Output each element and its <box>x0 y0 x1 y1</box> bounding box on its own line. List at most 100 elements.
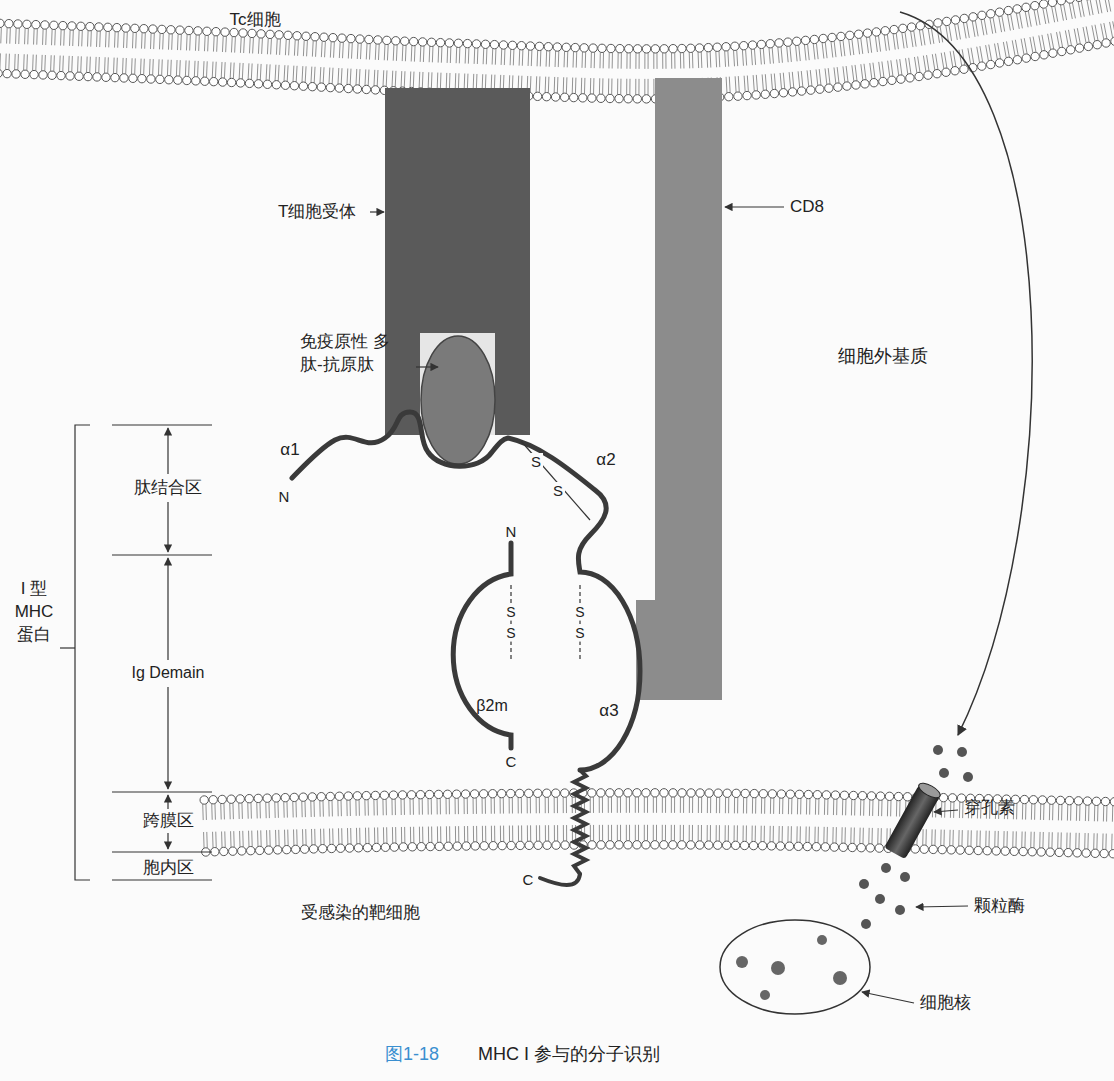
lipid-tail <box>386 799 387 815</box>
lipid-tail <box>743 797 744 813</box>
lipid-head <box>1111 37 1114 45</box>
lipid-head <box>1040 51 1048 59</box>
lipid-tail <box>1021 39 1024 55</box>
lipid-tail <box>639 53 640 69</box>
lipid-head <box>0 69 2 77</box>
lipid-tail <box>302 66 304 82</box>
lipid-tail <box>599 825 600 841</box>
lipid-head <box>111 73 119 81</box>
lipid-head <box>506 789 514 797</box>
lipid-tail <box>728 825 729 841</box>
lipid-tail <box>365 828 366 844</box>
lipid-head <box>77 22 85 30</box>
lipid-head <box>625 45 633 53</box>
lipid-tail <box>864 64 866 80</box>
lipid-tail <box>1068 30 1071 46</box>
lipid-head <box>759 790 767 798</box>
lipid-tail <box>1042 832 1043 848</box>
lipid-tail <box>320 829 321 845</box>
lipid-tail <box>923 56 925 72</box>
lipid-head <box>508 41 516 49</box>
antigen-peptide <box>421 336 495 464</box>
lipid-tail <box>134 58 136 74</box>
lipid-head <box>236 795 244 803</box>
lipid-head <box>383 36 391 44</box>
lipid-head <box>1100 849 1108 857</box>
lipid-head <box>407 791 415 799</box>
lipid-head <box>642 841 650 849</box>
lipid-tail <box>756 75 757 91</box>
lipid-head <box>951 67 959 75</box>
lipid-head <box>138 74 146 82</box>
lipid-tail <box>266 830 267 846</box>
lipid-head <box>1082 849 1090 857</box>
lipid-tail <box>284 830 285 846</box>
lipid-head <box>461 790 469 798</box>
lipid-tail <box>377 827 378 843</box>
lipid-tail <box>1095 25 1098 41</box>
lipid-tail <box>1006 831 1007 847</box>
lipid-tail <box>792 72 793 88</box>
lipid-tail <box>485 826 486 842</box>
lipid-tail <box>788 798 789 814</box>
lipid-tail <box>510 49 512 65</box>
lipid-tail <box>350 800 351 816</box>
lipid-tail <box>836 799 837 815</box>
lipid-head <box>580 44 588 52</box>
lipid-tail <box>14 54 16 70</box>
lipid-tail <box>789 72 790 88</box>
lipid-tail <box>536 825 537 841</box>
lipid-head <box>633 95 641 103</box>
lipid-head <box>713 841 721 849</box>
lipid-tail <box>373 799 374 815</box>
lipid-tail <box>621 53 622 69</box>
lipid-head <box>86 22 94 30</box>
lipid-tail <box>716 797 717 813</box>
lipid-tail <box>305 66 307 82</box>
lipid-tail <box>63 30 65 46</box>
lipid-tail <box>375 44 377 60</box>
lipid-tail <box>341 828 342 844</box>
lipid-head <box>320 33 328 41</box>
lipid-tail <box>248 63 250 79</box>
lipid-tail <box>752 798 753 814</box>
lipid-tail <box>422 72 424 88</box>
lipid-head <box>102 73 110 81</box>
lipid-tail <box>647 825 648 841</box>
lipid-tail <box>1049 804 1050 820</box>
lipid-tail <box>45 29 47 45</box>
lipid-tail <box>582 52 583 68</box>
lipid-tail <box>549 51 551 67</box>
lipid-tail <box>834 41 836 57</box>
lipid-tail <box>855 65 857 81</box>
lipid-tail <box>959 50 962 66</box>
lipid-tail <box>1064 4 1067 20</box>
lipid-head <box>786 790 794 798</box>
lipid-head <box>1013 56 1021 64</box>
lipid-tail <box>986 45 989 61</box>
lipid-tail <box>132 32 134 48</box>
lipid-tail <box>852 65 854 81</box>
disulfide-line <box>521 441 590 520</box>
lipid-tail <box>233 831 234 847</box>
lipid-head <box>273 846 281 854</box>
lipid-tail <box>266 64 268 80</box>
lipid-tail <box>414 46 416 62</box>
lipid-tail <box>881 800 882 816</box>
lipid-head <box>1110 798 1114 806</box>
dimension-arrow <box>167 687 168 789</box>
lipid-tail <box>432 46 434 62</box>
lipid-tail <box>809 799 810 815</box>
lipid-head <box>795 790 803 798</box>
lipid-tail <box>782 826 783 842</box>
lipid-head <box>0 19 4 27</box>
lipid-tail <box>791 826 792 842</box>
lipid-tail <box>359 828 360 844</box>
lipid-head <box>615 94 623 102</box>
lipid-head <box>335 792 343 800</box>
lipid-head <box>201 77 209 85</box>
lipid-tail <box>1070 805 1071 821</box>
lipid-tail <box>364 69 366 85</box>
lipid-tail <box>934 829 935 845</box>
lipid-head <box>651 789 659 797</box>
